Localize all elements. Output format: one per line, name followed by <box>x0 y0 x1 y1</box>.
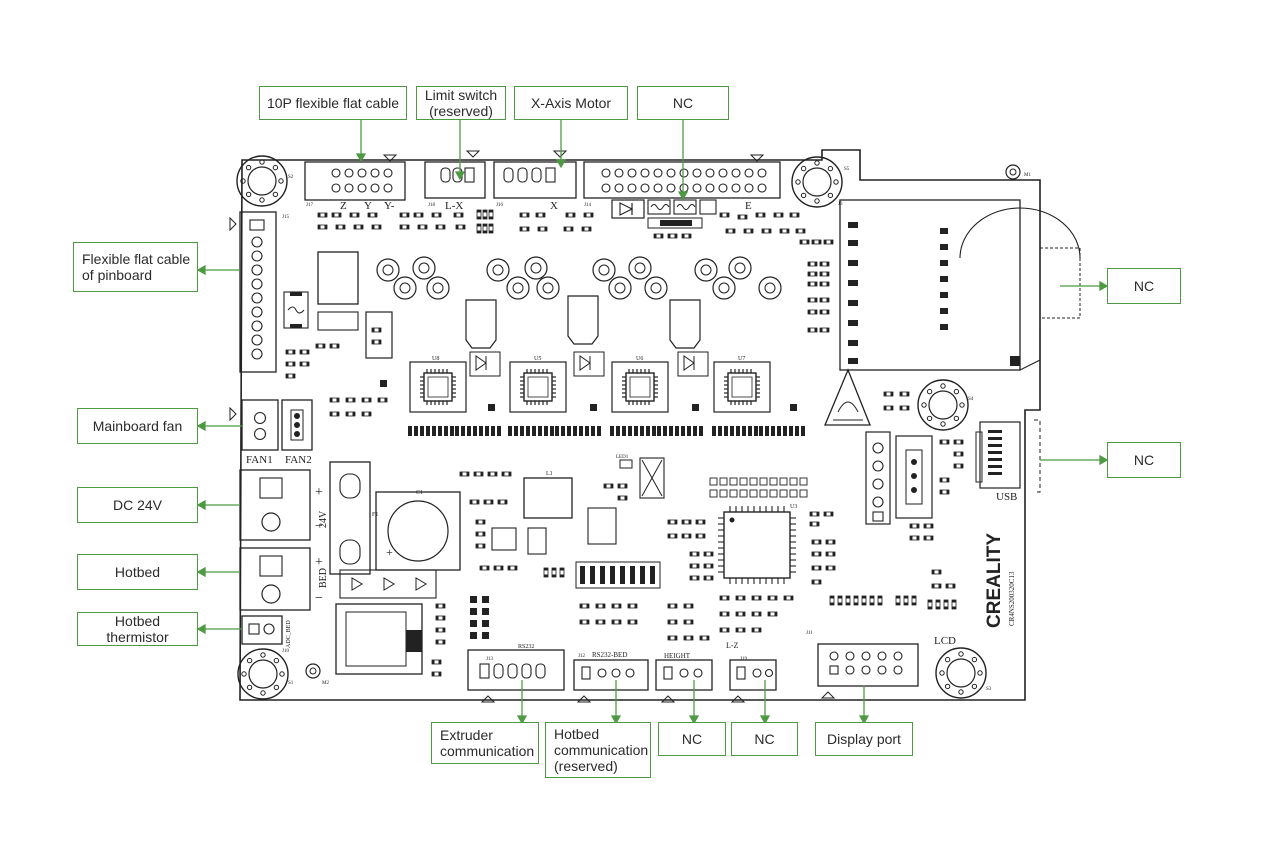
usb-connector <box>979 421 1021 489</box>
svg-text:M2: M2 <box>322 681 329 686</box>
mount-hole <box>791 156 843 208</box>
svg-text:C1: C1 <box>416 490 423 496</box>
connector-lcd <box>817 643 919 687</box>
callout-nc-bottom-2: NC <box>731 722 798 756</box>
svg-text:S4: S4 <box>968 397 974 402</box>
callout-nc-top: NC <box>637 86 729 120</box>
svg-text:S1: S1 <box>288 681 294 686</box>
svg-text:J3: J3 <box>838 202 843 207</box>
mount-hole <box>917 379 969 431</box>
callout-x-axis-motor: X-Axis Motor <box>514 86 628 120</box>
chip-u6 <box>611 361 669 413</box>
callout-nc-right-upper: NC <box>1107 268 1181 304</box>
chip-u8 <box>409 361 467 413</box>
connector-j15 <box>239 211 277 373</box>
svg-text:S5: S5 <box>844 167 850 172</box>
label-y-minus: Y- <box>384 200 395 212</box>
svg-text:J18: J18 <box>428 203 435 208</box>
label-lcd: LCD <box>934 635 956 647</box>
svg-text:U8: U8 <box>432 356 439 362</box>
svg-text:F1: F1 <box>372 512 378 518</box>
svg-text:J10: J10 <box>282 649 289 654</box>
svg-text:J12: J12 <box>578 654 585 659</box>
svg-text:J17: J17 <box>306 203 313 208</box>
label-height: HEIGHT <box>664 652 691 660</box>
label-adc-bed: ADC_BED <box>286 620 292 648</box>
label-e: E <box>745 200 752 212</box>
callout-dc-24v: DC 24V <box>77 487 198 523</box>
connector-j18 <box>424 161 486 199</box>
svg-text:J13: J13 <box>486 657 493 662</box>
svg-text:−: − <box>315 591 323 606</box>
svg-text:+: + <box>386 545 393 559</box>
chip-u7 <box>713 361 771 413</box>
callout-limit-switch: Limit switch (reserved) <box>416 86 506 120</box>
svg-text:J14: J14 <box>584 203 591 208</box>
label-usb: USB <box>996 491 1017 503</box>
connector-thermistor <box>241 615 283 645</box>
svg-text:+: + <box>315 485 323 500</box>
callout-ffc-10p: 10P flexible flat cable <box>259 86 407 120</box>
sd-card-holder <box>839 199 1021 371</box>
callout-hotbed: Hotbed <box>77 554 198 590</box>
mcu-u3 <box>723 511 791 579</box>
label-l-x: L-X <box>445 200 463 212</box>
svg-text:L1: L1 <box>546 471 553 477</box>
chip-u5 <box>509 361 567 413</box>
svg-text:−: − <box>315 519 323 534</box>
svg-text:S3: S3 <box>986 687 992 692</box>
svg-text:U6: U6 <box>636 356 643 362</box>
label-fan1: FAN1 <box>246 454 273 466</box>
svg-text:U5: U5 <box>534 356 541 362</box>
mount-hole <box>237 648 289 700</box>
callout-nc-bottom-1: NC <box>658 722 726 756</box>
svg-text:J15: J15 <box>282 215 289 220</box>
connector-j13 <box>467 649 565 691</box>
label-rs232-bed: RS232-BED <box>592 651 627 659</box>
connector-height <box>655 659 713 691</box>
label-fan2: FAN2 <box>285 454 312 466</box>
mount-hole <box>935 647 987 699</box>
svg-text:J11: J11 <box>806 631 813 636</box>
svg-text:M1: M1 <box>1024 173 1031 178</box>
svg-text:J19: J19 <box>740 657 747 662</box>
label-l-z: L-Z <box>726 641 739 650</box>
label-x: X <box>550 200 558 212</box>
svg-text:U7: U7 <box>738 356 745 362</box>
callout-hotbed-thermistor: Hotbed thermistor <box>77 612 198 646</box>
label-rs232: RS232 <box>518 644 534 650</box>
callout-extruder-comm: Extruder communication <box>431 722 539 764</box>
connector-j16 <box>493 161 577 199</box>
mount-hole <box>236 155 288 207</box>
callout-nc-right-lower: NC <box>1107 442 1181 478</box>
connector-j3 <box>865 431 891 525</box>
connector-j17 <box>304 161 406 201</box>
label-bed: BED <box>318 568 329 588</box>
callout-hotbed-comm: Hotbed communication (reserved) <box>545 722 651 778</box>
connector-fan1 <box>241 399 279 451</box>
callout-mainboard-fan: Mainboard fan <box>77 408 198 444</box>
label-y: Y <box>364 200 372 212</box>
svg-text:S2: S2 <box>288 175 294 180</box>
svg-text:J16: J16 <box>496 203 503 208</box>
callout-display-port: Display port <box>815 722 913 756</box>
connector-l-z <box>729 659 777 691</box>
brand-logo: CREALITY <box>984 533 1005 628</box>
connector-bed <box>239 547 311 611</box>
label-z: Z <box>340 200 347 212</box>
svg-text:U3: U3 <box>790 504 797 510</box>
svg-text:+: + <box>315 555 323 570</box>
callout-flexible-flat-pinboard: Flexible flat cable of pinboard <box>73 242 198 292</box>
label-24v: 24V <box>318 510 329 528</box>
connector-j12 <box>573 659 649 691</box>
svg-text:LED1: LED1 <box>616 455 629 460</box>
board-outline <box>239 149 1041 701</box>
board-model: CR4NS200320C13 <box>1008 571 1016 626</box>
